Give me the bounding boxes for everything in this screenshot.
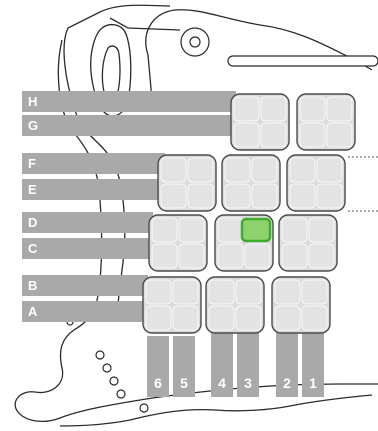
row-label-f: F bbox=[28, 156, 36, 171]
key-cell[interactable] bbox=[145, 279, 172, 305]
key-cell[interactable] bbox=[251, 183, 278, 209]
column-bar-3 bbox=[237, 320, 259, 397]
row-bar-b bbox=[22, 275, 148, 296]
key-cell[interactable] bbox=[151, 217, 178, 243]
row-label-b: B bbox=[28, 278, 37, 293]
row-label-c: C bbox=[28, 241, 38, 256]
row-bar-g bbox=[22, 115, 236, 136]
key-cell[interactable] bbox=[308, 243, 335, 269]
key-cell[interactable] bbox=[178, 217, 205, 243]
column-label-4: 4 bbox=[218, 375, 226, 391]
key-cell[interactable] bbox=[308, 217, 335, 243]
cluster-ef-56 bbox=[157, 154, 217, 212]
key-cell[interactable] bbox=[299, 122, 326, 148]
key-cell[interactable] bbox=[172, 305, 199, 331]
row-bar-c bbox=[22, 238, 153, 259]
column-label-2: 2 bbox=[283, 375, 291, 391]
key-cell[interactable] bbox=[208, 305, 235, 331]
key-cell[interactable] bbox=[316, 183, 343, 209]
keypad-clusters bbox=[142, 93, 356, 334]
cluster-ab-34 bbox=[205, 276, 265, 334]
key-cell[interactable] bbox=[235, 305, 262, 331]
column-label-3: 3 bbox=[244, 375, 252, 391]
key-cell[interactable] bbox=[208, 279, 235, 305]
row-bar-d bbox=[22, 212, 153, 233]
cluster-cd-56 bbox=[148, 214, 208, 272]
row-label-g: G bbox=[28, 118, 38, 133]
key-cell[interactable] bbox=[289, 157, 316, 183]
selection-layer bbox=[240, 217, 272, 243]
key-cell[interactable] bbox=[274, 305, 301, 331]
row-label-h: H bbox=[28, 94, 37, 109]
row-bar-f bbox=[22, 153, 165, 174]
key-cell[interactable] bbox=[160, 183, 187, 209]
key-cell[interactable] bbox=[172, 279, 199, 305]
row-label-a: A bbox=[28, 304, 38, 319]
label-layer: HG FE DC BA 6 5 4 3 2 1 bbox=[28, 94, 317, 391]
column-label-1: 1 bbox=[309, 375, 317, 391]
key-cell[interactable] bbox=[233, 122, 260, 148]
cluster-ab-56 bbox=[142, 276, 202, 334]
column-label-6: 6 bbox=[154, 375, 162, 391]
key-cell[interactable] bbox=[316, 157, 343, 183]
key-cell[interactable] bbox=[274, 279, 301, 305]
key-cell[interactable] bbox=[251, 157, 278, 183]
column-bar-1 bbox=[302, 320, 324, 397]
selected-cell-d3[interactable] bbox=[240, 217, 272, 243]
key-cell[interactable] bbox=[187, 157, 214, 183]
key-cell[interactable] bbox=[224, 157, 251, 183]
cluster-cd-12 bbox=[278, 214, 338, 272]
row-label-e: E bbox=[28, 182, 37, 197]
row-bar-a bbox=[22, 301, 148, 322]
cluster-ef-34 bbox=[221, 154, 281, 212]
column-bar-4 bbox=[211, 320, 233, 397]
key-cell[interactable] bbox=[235, 279, 262, 305]
key-cell[interactable] bbox=[217, 217, 244, 243]
key-cell[interactable] bbox=[233, 96, 260, 122]
cluster-gh-12 bbox=[296, 93, 356, 151]
key-cell[interactable] bbox=[145, 305, 172, 331]
row-label-d: D bbox=[28, 215, 37, 230]
key-cell[interactable] bbox=[301, 279, 328, 305]
column-label-5: 5 bbox=[180, 375, 188, 391]
row-bars bbox=[22, 91, 236, 322]
key-cell[interactable] bbox=[289, 183, 316, 209]
key-cell[interactable] bbox=[160, 157, 187, 183]
row-bar-h bbox=[22, 91, 236, 112]
key-cell[interactable] bbox=[260, 96, 287, 122]
column-bars bbox=[147, 320, 324, 397]
cluster-ef-12 bbox=[286, 154, 346, 212]
key-cell[interactable] bbox=[281, 243, 308, 269]
key-cell[interactable] bbox=[178, 243, 205, 269]
key-cell[interactable] bbox=[260, 122, 287, 148]
cluster-ab-12 bbox=[271, 276, 331, 334]
device-outline bbox=[14, 4, 378, 427]
column-bar-6 bbox=[147, 336, 169, 397]
column-bar-5 bbox=[173, 336, 195, 397]
key-cell[interactable] bbox=[187, 183, 214, 209]
key-cell[interactable] bbox=[281, 217, 308, 243]
key-cell[interactable] bbox=[299, 96, 326, 122]
key-cell[interactable] bbox=[224, 183, 251, 209]
key-cell[interactable] bbox=[217, 243, 244, 269]
key-cell[interactable] bbox=[151, 243, 178, 269]
key-cell[interactable] bbox=[244, 243, 271, 269]
key-cell[interactable] bbox=[326, 96, 353, 122]
key-cell[interactable] bbox=[301, 305, 328, 331]
row-bar-e bbox=[22, 179, 165, 200]
column-bar-2 bbox=[276, 320, 298, 397]
key-cell[interactable] bbox=[326, 122, 353, 148]
cluster-gh-34 bbox=[230, 93, 290, 151]
